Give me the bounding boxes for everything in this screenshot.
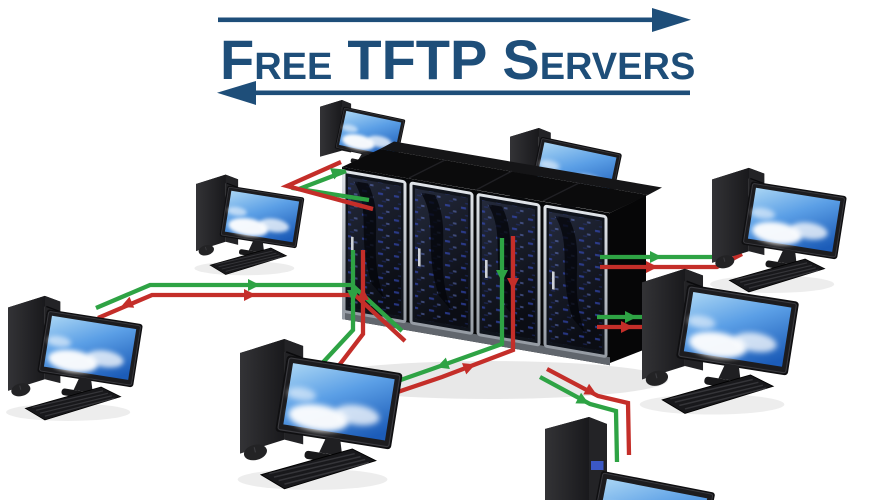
workstation-3 bbox=[194, 175, 304, 276]
cabinet-door-3 bbox=[476, 192, 541, 347]
flow-arrow bbox=[248, 279, 260, 291]
link-mid2-red bbox=[379, 236, 516, 401]
link-bottom-red bbox=[545, 367, 632, 456]
link-top-red bbox=[280, 160, 374, 212]
rack-side bbox=[610, 195, 646, 363]
workstation-4 bbox=[6, 296, 143, 421]
title-arrow-left-icon bbox=[217, 81, 690, 105]
flow-arrow bbox=[646, 261, 658, 273]
monitor bbox=[587, 471, 715, 500]
cabinet-door-2 bbox=[409, 181, 474, 335]
flow-arrow bbox=[650, 251, 662, 263]
tower bbox=[545, 417, 607, 500]
rack-top-back bbox=[380, 141, 662, 195]
link-bottom-green bbox=[538, 375, 620, 463]
cabinet-door-4 bbox=[543, 204, 608, 359]
workstation-8 bbox=[545, 417, 715, 500]
rack-front bbox=[342, 166, 610, 366]
workstation-5 bbox=[238, 339, 403, 490]
flow-arrow bbox=[244, 289, 256, 301]
rack-top bbox=[342, 149, 648, 213]
link-mid1-green bbox=[313, 250, 356, 373]
server-rack bbox=[312, 141, 668, 399]
data-links bbox=[95, 160, 743, 463]
link-mid2-green bbox=[371, 238, 505, 393]
title-arrow-right-icon bbox=[218, 8, 691, 32]
workstation-6 bbox=[710, 168, 847, 293]
